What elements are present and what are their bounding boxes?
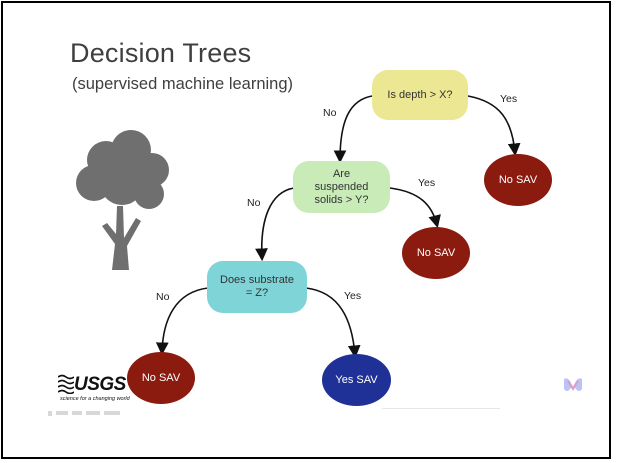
edge-ss-yes [389,187,441,229]
usgs-wordmark: USGS [74,374,126,395]
usgs-logo-icon [58,374,74,394]
node-suspended-solids: Are suspended solids > Y? [293,161,390,213]
app-logo-icon [564,378,582,391]
edge-root-no [333,95,373,164]
node-root: Is depth > X? [372,70,468,120]
edge-root-yes [467,95,521,157]
faint-watermark [48,405,124,416]
edge-sub-no [155,287,209,356]
edge-label-sub-no: No [156,291,170,303]
edge-label-ss-no: No [247,197,261,209]
node-substrate: Does substrate = Z? [207,261,307,313]
edge-label-root-yes: Yes [500,93,518,105]
edge-label-sub-yes: Yes [344,290,362,302]
slide-subtitle: (supervised machine learning) [72,75,294,93]
footer-divider [382,408,500,409]
leaf-no-sav-substrate: No SAV [127,352,195,404]
edge-ss-no [255,187,295,262]
leaf-no-sav-suspended: No SAV [402,227,470,279]
edge-label-ss-yes: Yes [418,177,436,189]
edge-label-root-no: No [323,107,337,119]
leaf-no-sav-root: No SAV [484,154,552,206]
usgs-tagline: science for a changing world [60,396,130,402]
tree-icon [76,130,169,270]
slide-title: Decision Trees [70,38,252,68]
edge-sub-yes [305,287,361,359]
leaf-yes-sav: Yes SAV [322,354,391,406]
